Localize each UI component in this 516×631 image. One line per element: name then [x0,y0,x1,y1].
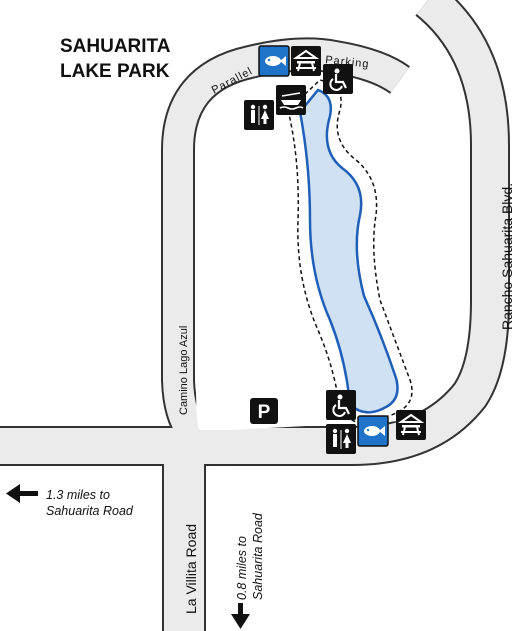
direction-south: 0.8 miles to Sahuarita Road [231,512,265,629]
west-note-line-2: Sahuarita Road [46,504,134,518]
accessible-icon [323,64,353,94]
fishing-icon [357,415,389,447]
arrow-south-icon [231,603,250,629]
arrow-west-icon [6,484,38,503]
road-lake-loop [163,39,409,463]
west-note-line-1: 1.3 miles to [46,488,110,502]
label-la-villita-road: La Villita Road [183,524,199,614]
parking-letter: P [258,402,271,423]
map-title: SAHUARITA LAKE PARK [60,36,171,82]
direction-west: 1.3 miles to Sahuarita Road [6,484,134,518]
label-camino-lago-azul: Camino Lago Azul [178,326,190,415]
restroom-icon [244,100,274,130]
lake-trail [287,79,413,425]
lake [298,88,399,414]
title-line-1: SAHUARITA [60,36,171,57]
parking-icon: P [250,398,278,424]
title-line-2: LAKE PARK [60,61,170,82]
restroom-icon [326,424,356,454]
south-note-line-1: 0.8 miles to [235,536,249,600]
accessible-icon [326,390,356,420]
label-rancho-sahuarita-blvd: Rancho Sahuarita Blvd. [499,183,515,330]
picnic-icon [396,410,426,440]
fishing-icon [258,45,290,77]
boat-launch-icon [276,85,306,115]
lake-area [287,79,413,425]
south-note-line-2: Sahuarita Road [251,512,265,600]
picnic-icon [291,46,321,76]
